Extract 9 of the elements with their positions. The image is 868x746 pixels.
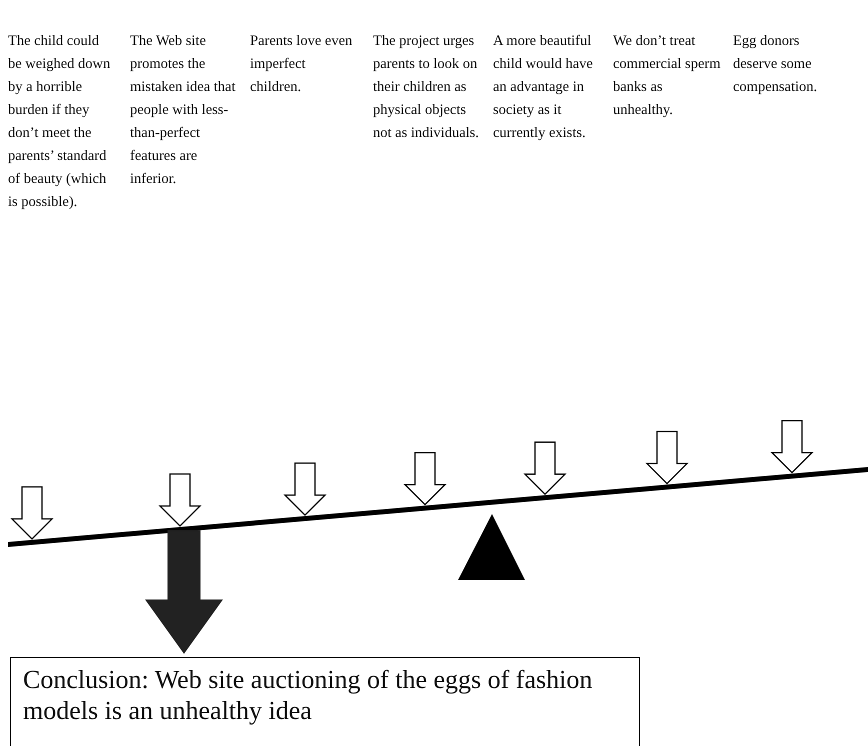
reason-text: The child could be weighed down by a horrible burden if they don’t meet the parents’ standard of beauty (which is possible). xyxy=(8,30,116,487)
reason-text: The Web site promotes the mistaken idea that people with less-than-perfect features are inferior. xyxy=(130,30,238,474)
conclusion-box: Conclusion: Web site auctioning of the eggs of fashion models is an unhealthy idea xyxy=(10,657,640,746)
reason-text: A more beautiful child would have an advantage in society as it currently exists. xyxy=(493,30,601,442)
reason-text: Egg donors deserve some compensation. xyxy=(733,30,841,421)
thick-arrow xyxy=(145,530,223,654)
reason-text: Parents love even imperfect children. xyxy=(250,30,358,464)
reason-text: The project urges parents to look on their children as physical objects not as individuals. xyxy=(373,30,481,453)
reason-text: We don’t treat commercial sperm banks as unhealthy. xyxy=(613,30,721,432)
